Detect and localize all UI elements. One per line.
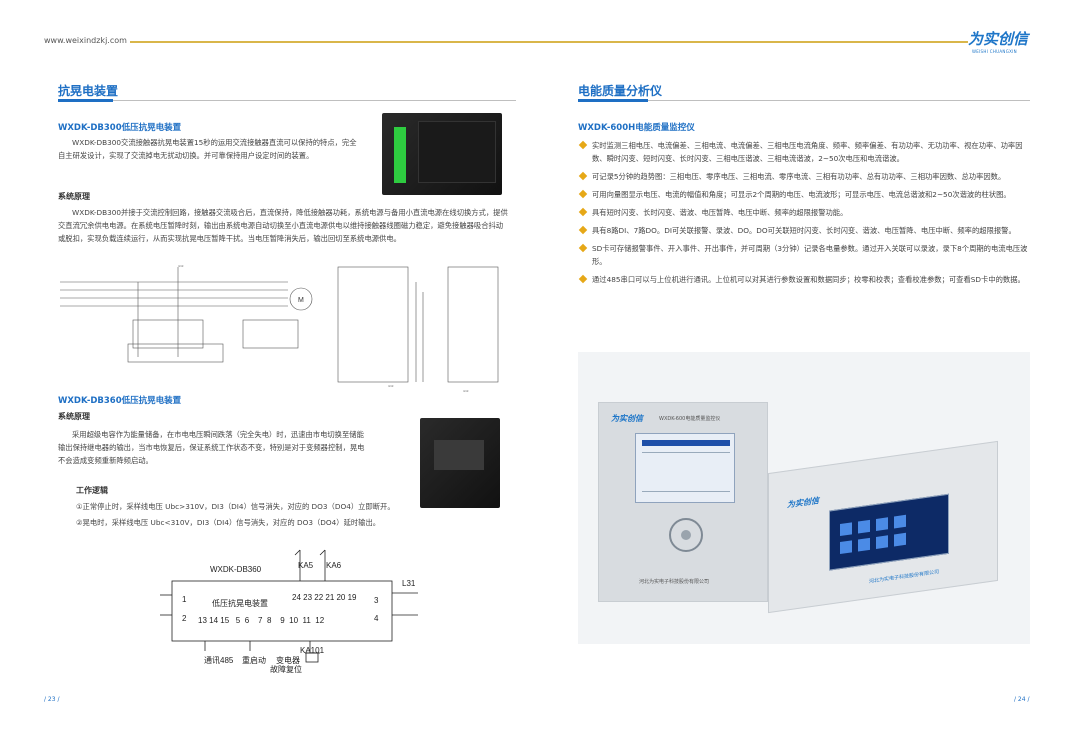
product-photo: 为实创信 河北为实电子科技股份有限公司 为实创信 WXDK-600电能质量监控仪… — [578, 352, 1030, 644]
db360-logic-heading: 工作逻辑 — [76, 486, 108, 495]
ka5-label: KA5 — [298, 561, 314, 570]
feature-item: 可记录5分钟的趋势图：三相电压、零序电压、三相电流、零序电流、三相有功功率、总有… — [578, 170, 1030, 183]
feature-item: 具有短时闪变、长时闪变、谐波、电压暂降、电压中断、频率的超限报警功能。 — [578, 206, 1030, 219]
page-number-right: / 24 / — [1014, 696, 1030, 703]
feature-item: 具有8路DI、7路DO。DI可关联报警、录波、DO。DO可关联短时闪变、长时闪变… — [578, 224, 1030, 237]
diamond-bullet-icon — [578, 274, 588, 284]
svg-text:ЖЖ: ЖЖ — [463, 389, 469, 393]
feature-text: 可记录5分钟的趋势图：三相电压、零序电压、三相电流、零序电流、三相有功功率、总有… — [592, 172, 1006, 181]
diamond-bullet-icon — [578, 140, 588, 150]
feature-text: 实时监测三相电压、电流偏差、三相电流、电流偏差、三相电压电流角度、频率、频率偏差… — [592, 141, 1023, 163]
lcd-data-table — [642, 452, 730, 492]
db300-title: WXDK-DB300低压抗晃电装置 — [58, 123, 182, 133]
rack-touch-screen — [829, 493, 949, 571]
pin-4-label: 4 — [374, 614, 379, 623]
db300-device-image — [382, 113, 502, 195]
screen-tile — [894, 514, 906, 529]
right-section-accent — [578, 99, 648, 102]
front-model-label: WXDK-600电能质量监控仪 — [659, 416, 721, 422]
diamond-bullet-icon — [578, 189, 588, 199]
pin-3-label: 3 — [374, 596, 379, 605]
screen-tile — [858, 537, 870, 552]
diamond-bullet-icon — [578, 243, 588, 253]
wxdk-600h-title: WXDK-600H电能质量监控仪 — [578, 123, 695, 133]
rack-unit-back: 为实创信 河北为实电子科技股份有限公司 — [768, 440, 998, 614]
left-section-title: 抗晃电装置 — [58, 84, 119, 98]
terminal-block — [394, 127, 406, 183]
db300-wiring-diagram: M ЖЖ ЖЖ ЖЖ — [60, 264, 499, 393]
bottom-terminal-numbers: 13 14 15 5 6 7 8 9 10 11 12 — [198, 616, 325, 625]
device-label-area — [434, 440, 484, 470]
db300-intro: WXDK-DB300交流接触器抗晃电装置15秒的运用交流接触器直流可以保持的特点… — [58, 138, 357, 160]
front-brand-logo: 为实创信 — [611, 414, 643, 423]
feature-item: 通过485串口可以与上位机进行通讯。上位机可以对其进行参数设置和数据同步；校零和… — [578, 273, 1030, 286]
feature-text: 通过485串口可以与上位机进行通讯。上位机可以对其进行参数设置和数据同步；校零和… — [592, 275, 1025, 284]
db300-principle-heading: 系统原理 — [58, 192, 90, 201]
pin-2-label: 2 — [182, 614, 187, 623]
db360-logic-2: ②晃电时，采样线电压 Ubc<310V，DI3（DI4）信号消失，对应的 DO3… — [76, 518, 381, 527]
comm-485-label: 通讯485 — [204, 656, 234, 665]
screen-tile — [894, 532, 906, 547]
freq-converter-label: 变电器 — [276, 656, 300, 665]
front-lcd-screen — [635, 433, 735, 503]
svg-text:M: M — [298, 297, 304, 304]
ka6-label: KA6 — [326, 561, 342, 570]
screen-tile — [876, 535, 888, 549]
restart-label: 重启动 — [242, 656, 266, 665]
svg-text:ЖЖ: ЖЖ — [178, 264, 184, 268]
rack-company-name: 河北为实电子科技股份有限公司 — [869, 569, 940, 585]
db300-principle: WXDK-DB300并接于交流控制回路，接触器交流吸合后，直流保持，降低接触器功… — [58, 208, 508, 243]
feature-item: SD卡可存储报警事件、开入事件、开出事件，并可周期（3分钟）记录各电量参数。通过… — [578, 242, 1030, 268]
lcd-header-bar — [642, 440, 730, 446]
ka101-label: KA101 — [300, 646, 325, 655]
feature-item: 可用向量图显示电压、电流的幅值和角度；可显示2个周期的电压、电流波形；可显示电压… — [578, 188, 1030, 201]
db360-principle: 采用超级电容作为能量储备，在市电电压瞬间跌落（完全失电）时，迅速由市电切换至储能… — [58, 430, 365, 465]
screen-tile — [876, 517, 888, 531]
website-url[interactable]: www.weixindzkj.com — [44, 36, 127, 45]
right-section-title: 电能质量分析仪 — [578, 84, 663, 98]
page-number-left: / 23 / — [44, 696, 60, 703]
diamond-bullet-icon — [578, 171, 588, 181]
screen-tile — [858, 519, 870, 534]
enter-button[interactable] — [681, 530, 691, 540]
pin-1-label: 1 — [182, 595, 187, 604]
screen-tile — [840, 522, 852, 537]
diamond-bullet-icon — [578, 225, 588, 235]
db360-device-label: 低压抗晃电装置 — [212, 599, 268, 608]
left-section-accent — [58, 99, 113, 102]
header-rule — [130, 41, 968, 43]
svg-text:ЖЖ: ЖЖ — [388, 384, 394, 388]
feature-text: 具有短时闪变、长时闪变、谐波、电压暂降、电压中断、频率的超限报警功能。 — [592, 208, 848, 217]
fault-reset-label: 故障复位 — [270, 665, 302, 674]
feature-text: 可用向量图显示电压、电流的幅值和角度；可显示2个周期的电压、电流波形；可显示电压… — [592, 190, 1011, 199]
right-section-divider — [578, 100, 1030, 101]
feature-list: 实时监测三相电压、电流偏差、三相电流、电流偏差、三相电压电流角度、频率、频率偏差… — [578, 139, 1030, 291]
db360-device-image — [420, 418, 500, 508]
db360-device-name: WXDK-DB360 — [210, 565, 262, 574]
db360-principle-heading: 系统原理 — [58, 412, 90, 421]
feature-text: SD卡可存储报警事件、开入事件、开出事件，并可周期（3分钟）记录各电量参数。通过… — [592, 244, 1028, 266]
navigation-dial[interactable] — [669, 518, 703, 552]
device-body — [418, 121, 496, 183]
screen-tile — [840, 540, 852, 555]
db360-wiring-drawing — [160, 549, 418, 663]
company-logo-sub: WEISHI CHUANGXIN — [972, 49, 1017, 54]
left-section-divider — [58, 100, 516, 101]
top-terminal-numbers: 24 23 22 21 20 19 — [292, 593, 357, 602]
front-device-panel: 为实创信 WXDK-600电能质量监控仪 河北为实电子科技股份有限公司 — [598, 402, 768, 602]
db360-title: WXDK-DB360低压抗晃电装置 — [58, 396, 182, 406]
front-company-name: 河北为实电子科技股份有限公司 — [639, 579, 710, 585]
db360-logic-1: ①正常停止时，采样线电压 Ubc>310V，DI3（DI4）信号消失，对应的 D… — [76, 502, 395, 511]
diamond-bullet-icon — [578, 207, 588, 217]
l31-label: L31 — [402, 579, 416, 588]
company-logo: 为实创信 — [968, 30, 1029, 48]
feature-item: 实时监测三相电压、电流偏差、三相电流、电流偏差、三相电压电流角度、频率、频率偏差… — [578, 139, 1030, 165]
feature-text: 具有8路DI、7路DO。DI可关联报警、录波、DO。DO可关联短时闪变、长时闪变… — [592, 226, 1016, 235]
